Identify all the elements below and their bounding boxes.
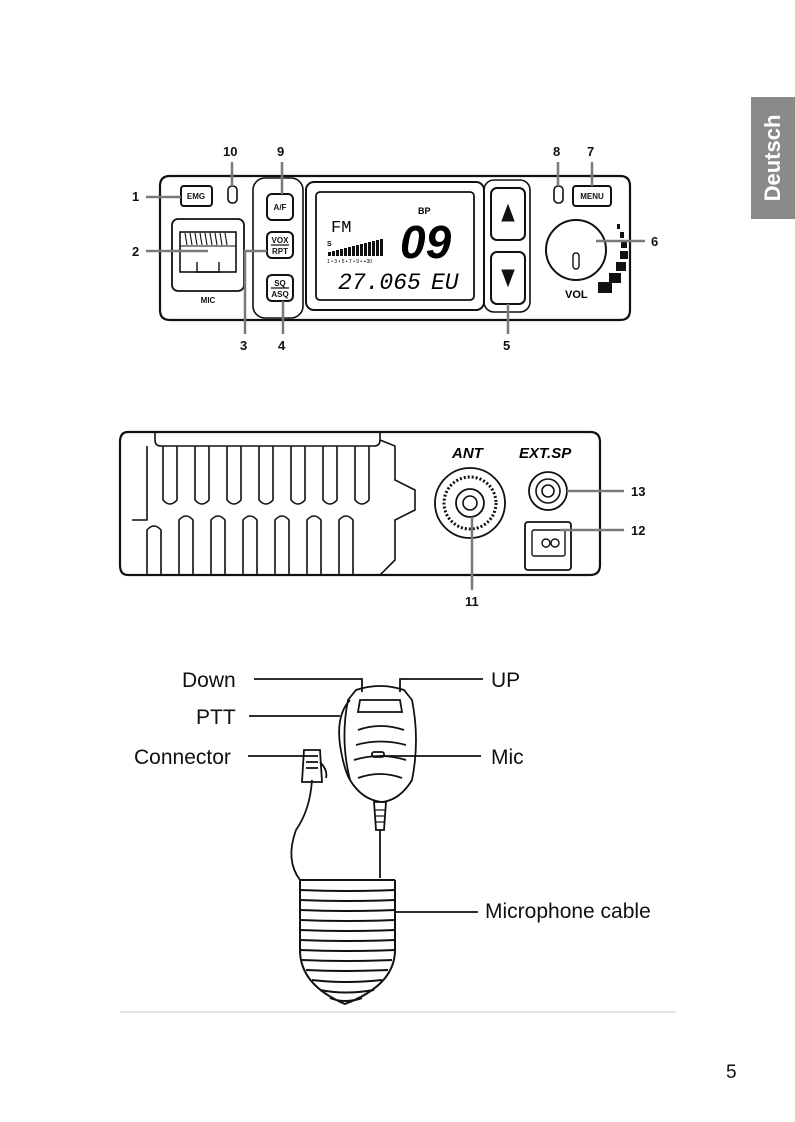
callout-3: 3 — [240, 338, 247, 353]
callout-11: 11 — [465, 594, 479, 609]
mic-down-label: Down — [182, 669, 236, 692]
emg-button-label: EMG — [187, 192, 205, 201]
callout-9: 9 — [277, 144, 284, 159]
af-button-label: A/F — [274, 203, 287, 212]
rpt-button-label: RPT — [272, 247, 288, 256]
mic-ptt-label: PTT — [196, 706, 236, 729]
vol-label: VOL — [565, 289, 588, 301]
lcd-frequency: 27.065 — [338, 270, 421, 296]
lcd-scale: 1 • 3 • 5 • 7 • 9 • +30 — [327, 259, 372, 265]
callout-7: 7 — [587, 144, 594, 159]
mic-mic-label: Mic — [491, 746, 524, 769]
callout-12: 12 — [631, 523, 645, 538]
callout-4: 4 — [278, 338, 286, 353]
callout-8: 8 — [553, 144, 560, 159]
vox-button-label: VOX — [272, 236, 290, 245]
mic-cable-label: Microphone cable — [485, 900, 651, 923]
callout-5: 5 — [503, 338, 510, 353]
page-number: 5 — [726, 1062, 737, 1083]
lcd-region: EU — [431, 270, 459, 296]
front-panel — [158, 174, 632, 322]
mic-up-label: UP — [491, 669, 520, 692]
callout-2: 2 — [132, 244, 139, 259]
callout-13: 13 — [631, 484, 645, 499]
language-tab: Deutsch — [751, 97, 795, 219]
callout-6: 6 — [651, 234, 658, 249]
mic-socket-label: MIC — [201, 296, 216, 305]
lcd-s-label: S — [327, 241, 332, 248]
mic-callout-lines — [248, 678, 483, 913]
asq-button-label: ASQ — [271, 290, 288, 299]
ant-label: ANT — [451, 445, 485, 462]
rear-panel — [118, 430, 602, 577]
lcd-bp: BP — [418, 206, 431, 216]
callout-1: 1 — [132, 189, 139, 204]
rear-callout-lines — [470, 489, 624, 590]
lcd-channel: 09 — [400, 216, 452, 268]
sq-button-label: SQ — [274, 279, 286, 288]
lcd-mode: FM — [331, 219, 351, 238]
microphone-illustration — [290, 685, 417, 1006]
menu-button-label: MENU — [580, 192, 604, 201]
ext-sp-label: EXT.SP — [519, 445, 572, 462]
front-callout-lines — [146, 162, 645, 334]
s-meter-bargraph — [328, 239, 383, 256]
callout-10: 10 — [223, 144, 237, 159]
mic-connector-label: Connector — [134, 746, 231, 769]
